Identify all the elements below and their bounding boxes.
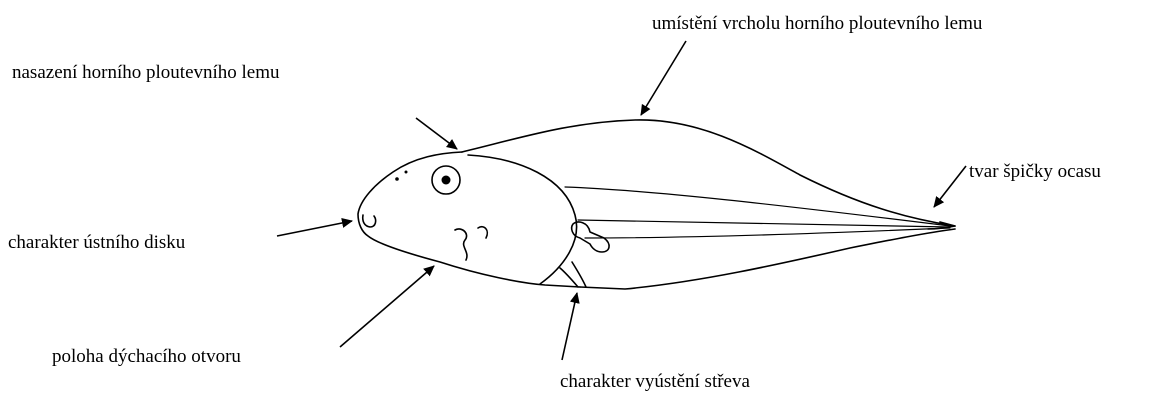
arrow-vent	[562, 293, 577, 360]
spiracle-outline	[455, 229, 467, 260]
body-outline	[358, 152, 580, 287]
tail-muscle-lower	[585, 228, 950, 238]
label-tail-tip: tvar špičky ocasu	[969, 162, 1101, 181]
upper-fin	[462, 120, 955, 226]
arrow-upper-fin-origin	[416, 118, 457, 149]
label-spiracle: poloha dýchacího otvoru	[52, 347, 241, 366]
nostril	[395, 177, 399, 181]
label-oral-disc: charakter ústního disku	[8, 233, 185, 252]
tail-muscle-upper	[565, 187, 950, 226]
gut-outline	[468, 155, 577, 284]
arrow-spiracle	[340, 266, 434, 347]
arrow-oral-disc	[277, 221, 352, 236]
nostril	[405, 171, 408, 174]
oral-disc-outline	[363, 215, 376, 227]
arrow-upper-fin-peak	[641, 41, 686, 115]
label-upper-fin-origin: nasazení horního ploutevního lemu	[12, 63, 280, 82]
vent-tube	[560, 262, 586, 287]
tail-muscle-middle	[578, 220, 950, 227]
spiracle-mark	[478, 227, 487, 238]
pupil	[442, 176, 451, 185]
label-vent: charakter vyústění střeva	[560, 372, 750, 391]
arrow-tail-tip	[934, 166, 966, 207]
label-upper-fin-peak: umístění vrcholu horního ploutevního lem…	[652, 14, 982, 33]
